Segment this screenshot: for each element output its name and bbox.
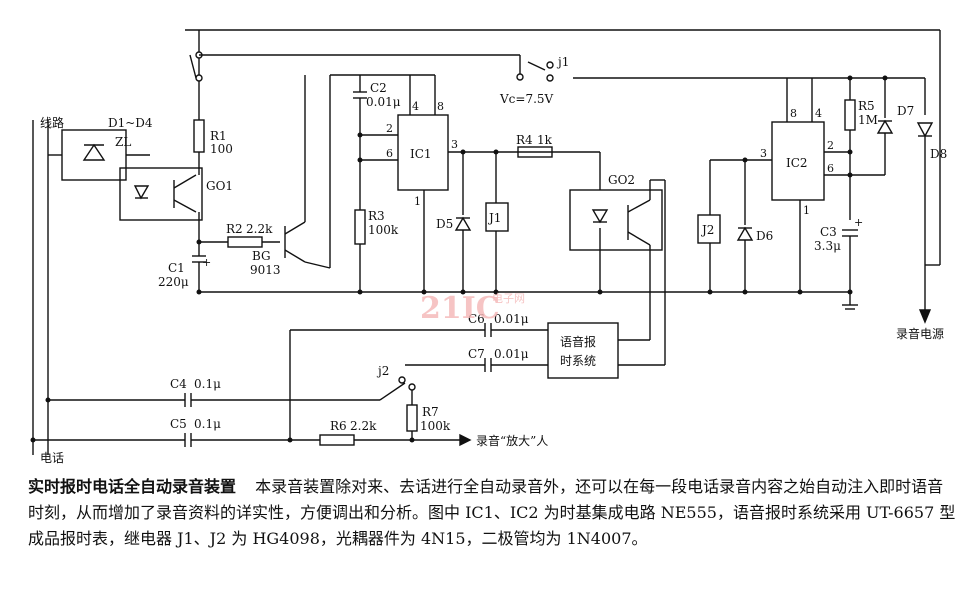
r3-value: 100k <box>368 223 399 237</box>
voice-box-line2: 时系统 <box>560 354 596 368</box>
c7-value: 0.01μ <box>494 347 529 361</box>
d7-label: D7 <box>897 104 914 118</box>
c7-label: C7 <box>468 347 485 361</box>
r1-label: R1 <box>210 129 227 143</box>
r5-value: 1M <box>858 113 878 127</box>
bg-value: 9013 <box>250 263 281 277</box>
d6-label: D6 <box>756 229 773 243</box>
ic2-pin-8: 8 <box>790 107 797 120</box>
rec-power-label: 录音电源 <box>896 326 944 341</box>
ic2-pin-6: 6 <box>827 162 834 175</box>
bg-label: BG <box>252 249 271 263</box>
c3-plus: + <box>854 216 863 229</box>
watermark-logo: 21IC <box>420 291 500 326</box>
c2-value: 0.01μ <box>366 95 401 109</box>
voice-box-line1: 语音报 <box>560 334 596 349</box>
ic1-pin-4: 4 <box>412 100 419 113</box>
ic2-pin-3: 3 <box>760 147 767 160</box>
c6-label: C6 <box>468 312 485 326</box>
figure-caption: 实时报时电话全自动录音装置 本录音装置除对来、去话进行全自动录音外，还可以在每一… <box>28 474 958 552</box>
ic1-pin-1: 1 <box>414 195 421 208</box>
c3-value: 3.3μ <box>814 239 841 253</box>
j2-contact-label: j2 <box>376 364 389 378</box>
r2-label: R2 <box>226 222 243 236</box>
ic1-pin-8: 8 <box>437 100 444 113</box>
go1-label: GO1 <box>206 179 233 193</box>
r5-label: R5 <box>858 99 875 113</box>
c1-label: C1 <box>168 261 185 275</box>
c6-value: 0.01μ <box>494 312 529 326</box>
c4-value: 0.1μ <box>194 377 221 391</box>
ic2-pin-4: 4 <box>815 107 822 120</box>
c1-value: 220μ <box>158 275 189 289</box>
c5-value: 0.1μ <box>194 417 221 431</box>
d1-d4-label: D1~D4 <box>108 116 153 130</box>
ic1-pin-6: 6 <box>386 147 393 160</box>
c5-label: C5 <box>170 417 187 431</box>
d5-label: D5 <box>436 217 453 231</box>
c2-label: C2 <box>370 81 387 95</box>
r4-value: 1k <box>537 133 553 147</box>
zl-label: ZL <box>115 135 131 149</box>
r1-value: 100 <box>210 142 233 156</box>
c3-label: C3 <box>820 225 837 239</box>
r2-value: 2.2k <box>246 222 273 236</box>
go2-label: GO2 <box>608 173 635 187</box>
caption-body: 本录音装置除对来、去话进行全自动录音外，还可以在每一段电话录音内容之始自动注入即… <box>28 477 956 548</box>
r7-value: 100k <box>420 419 451 433</box>
watermark-text: 电子网 <box>492 292 525 305</box>
c1-plus: + <box>202 256 211 269</box>
r7-label: R7 <box>422 405 439 419</box>
c4-label: C4 <box>170 377 187 391</box>
phone-label: 电话 <box>40 451 64 465</box>
ic1-label: IC1 <box>410 147 432 161</box>
ic1-pin-3: 3 <box>451 138 458 151</box>
ic1-pin-2: 2 <box>386 122 393 135</box>
r6-label: R6 <box>330 419 347 433</box>
ic2-label: IC2 <box>786 156 808 170</box>
d8-label: D8 <box>930 147 947 161</box>
j1-relay-label: J1 <box>487 211 501 225</box>
amp-input-label: 录音“放大”人 <box>476 433 548 448</box>
circuit-schematic: 线路 电话 D1~D4 ZL GO1 R1 100 R2 2.2k C1 220… <box>30 29 947 465</box>
r6-value: 2.2k <box>350 419 377 433</box>
r4-label: R4 <box>516 133 533 147</box>
caption-title: 实时报时电话全自动录音装置 <box>28 477 237 496</box>
line-label: 线路 <box>40 115 64 130</box>
ic2-pin-2: 2 <box>827 139 834 152</box>
ic2-pin-1: 1 <box>803 204 810 217</box>
j1-contact-label: j1 <box>556 55 569 69</box>
j2-relay-label: J2 <box>700 223 714 237</box>
vcc-label: Vc=7.5V <box>499 92 554 106</box>
r3-label: R3 <box>368 209 385 223</box>
